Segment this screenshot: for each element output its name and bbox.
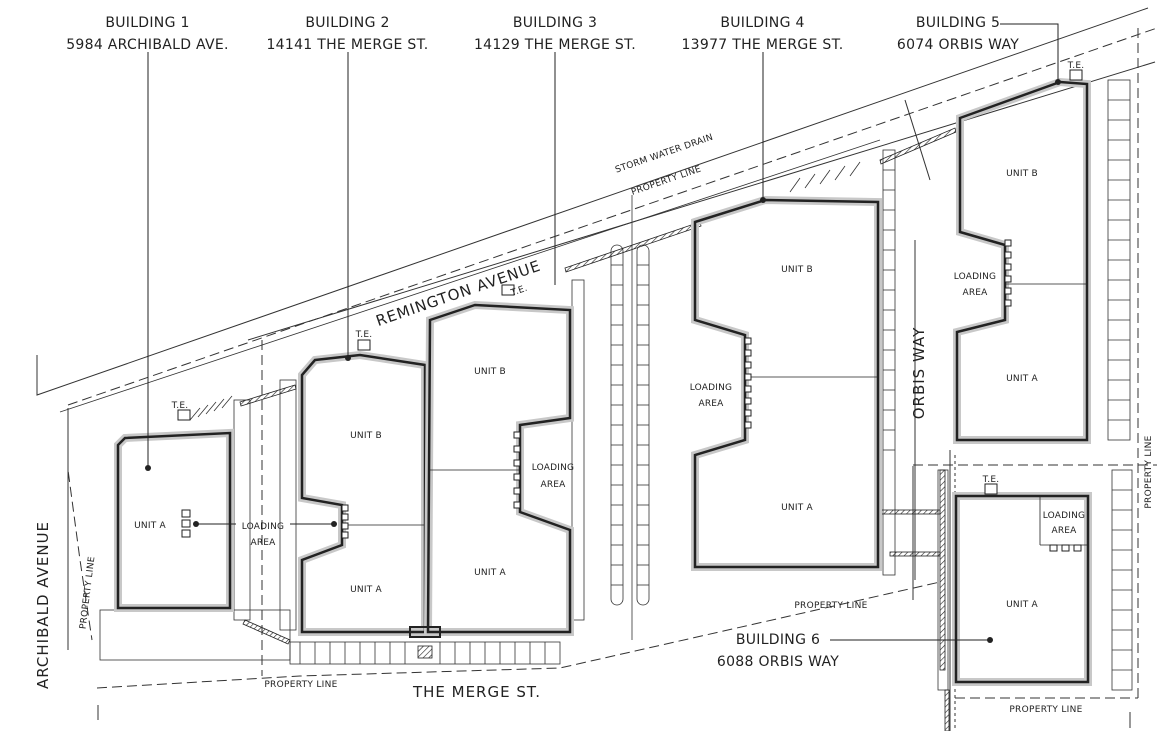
b6-loading-1: LOADING	[1043, 511, 1085, 521]
building-1-name: BUILDING 1	[105, 15, 190, 31]
building-3-name: BUILDING 3	[512, 15, 598, 31]
building-5-name: BUILDING 5	[915, 15, 1001, 31]
stall-ticks	[299, 99, 1132, 671]
te-label-1: T.E.	[171, 401, 189, 411]
building-6-shape	[952, 492, 1092, 686]
building-4-address: 13977 THE MERGE ST.	[681, 37, 844, 53]
te-label-5: T.E.	[1067, 61, 1085, 71]
building-2-shape	[298, 350, 429, 636]
angled-stalls	[189, 161, 861, 421]
b2-unit-b: UNIT B	[350, 431, 382, 441]
building-2-address: 14141 THE MERGE ST.	[266, 37, 429, 53]
building-3-address: 14129 THE MERGE ST.	[473, 37, 637, 53]
b4-loading-2: AREA	[698, 399, 724, 409]
building-1-shape	[114, 428, 234, 612]
hatched-paths	[239, 127, 957, 731]
te-label-6: T.E.	[982, 475, 1000, 485]
building-5-shape	[953, 77, 1091, 444]
te-pad-3	[501, 284, 515, 296]
building-6-callout: BUILDING 6 6088 ORBIS WAY	[678, 629, 878, 673]
b3-unit-b: UNIT B	[474, 367, 506, 377]
building-2-name: BUILDING 2	[305, 15, 390, 31]
building-6-address: 6088 ORBIS WAY	[716, 654, 840, 670]
b6-loading-2: AREA	[1051, 526, 1077, 536]
b5-unit-b: UNIT B	[1006, 169, 1038, 179]
te-label-2: T.E.	[355, 330, 373, 340]
archibald-avenue-label: ARCHIBALD AVENUE	[34, 521, 52, 689]
building-3-shape	[409, 300, 574, 638]
building-3-callout: BUILDING 3 14129 THE MERGE ST.	[455, 12, 655, 56]
te-pad-1	[177, 409, 191, 421]
leader-lines	[147, 23, 1059, 641]
property-line-label-east: PROPERTY LINE	[1144, 435, 1154, 508]
building-4-name: BUILDING 4	[720, 15, 805, 31]
b5-unit-a: UNIT A	[1006, 374, 1038, 384]
building-6-name: BUILDING 6	[735, 632, 821, 648]
b4-unit-a: UNIT A	[781, 503, 813, 513]
b3-unit-a: UNIT A	[474, 568, 506, 578]
building-4-shape	[691, 195, 882, 571]
property-line-label-south: PROPERTY LINE	[264, 680, 337, 690]
unit-labels: UNIT A UNIT B UNIT A UNIT B UNIT A UNIT …	[134, 169, 1038, 610]
b2-unit-a: UNIT A	[350, 585, 382, 595]
property-line-label-southeast: PROPERTY LINE	[1009, 705, 1082, 715]
b1-loading-2: AREA	[250, 538, 276, 548]
b5-loading-1: LOADING	[954, 272, 996, 282]
b5-loading-2: AREA	[962, 288, 988, 298]
the-merge-st-label: THE MERGE ST.	[412, 683, 541, 701]
property-lines	[67, 28, 1157, 728]
building-5-callout: BUILDING 5 6074 ORBIS WAY	[858, 12, 1058, 56]
building-2-callout: BUILDING 2 14141 THE MERGE ST.	[245, 12, 450, 56]
building-4-callout: BUILDING 4 13977 THE MERGE ST.	[660, 12, 865, 56]
b3-loading-1: LOADING	[532, 463, 574, 473]
remington-road-lines	[36, 7, 1157, 650]
property-line-label-north: PROPERTY LINE	[630, 164, 703, 197]
buildings	[114, 77, 1092, 686]
building-5-address: 6074 ORBIS WAY	[896, 37, 1020, 53]
b3-loading-2: AREA	[540, 480, 566, 490]
property-line-label-mid: PROPERTY LINE	[794, 601, 867, 611]
te-pad-6	[984, 483, 998, 495]
building-1-callout: BUILDING 1 5984 ARCHIBALD AVE.	[40, 12, 255, 56]
b1-unit-a: UNIT A	[134, 521, 166, 531]
loading-labels: LOADING AREA LOADING AREA LOADING AREA L…	[242, 272, 1085, 548]
building-1-address: 5984 ARCHIBALD AVE.	[66, 37, 229, 53]
te-pad-2	[357, 339, 371, 351]
b6-unit-a: UNIT A	[1006, 600, 1038, 610]
b4-unit-b: UNIT B	[781, 265, 813, 275]
b4-loading-1: LOADING	[690, 383, 732, 393]
leader-dots	[145, 79, 1061, 643]
transformer-pads	[177, 69, 1083, 495]
b1-loading-1: LOADING	[242, 522, 284, 532]
orbis-way-label: ORBIS WAY	[910, 327, 928, 420]
te-pad-5	[1069, 69, 1083, 81]
